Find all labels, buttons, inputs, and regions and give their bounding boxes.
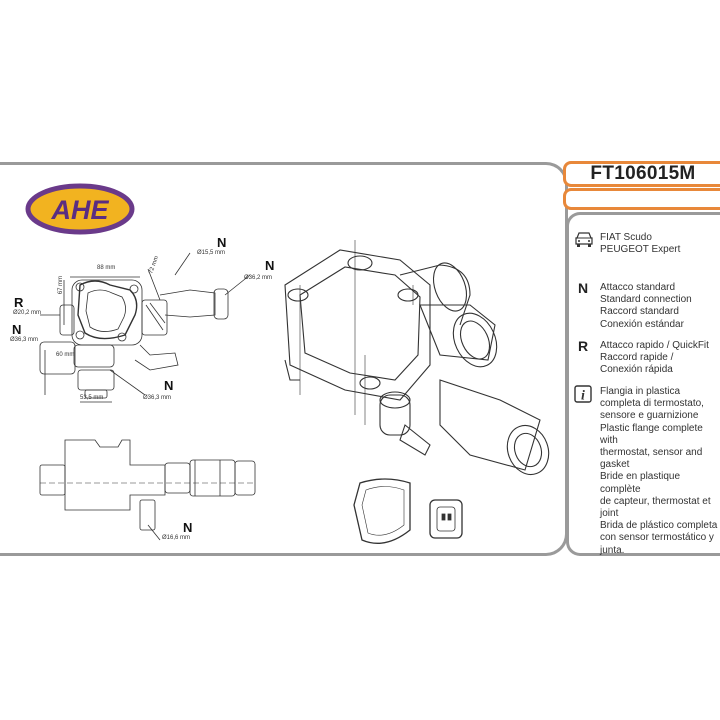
legend-n-line: Conexión estándar <box>600 318 684 330</box>
legend-n-mark: N <box>577 280 589 296</box>
info-line: gasket <box>600 459 630 471</box>
info-line: Bride en plastique complète <box>600 471 681 495</box>
sensor-drawing <box>429 499 463 539</box>
info-description: i Flangia in plastica completa di termos… <box>574 385 718 556</box>
conn-label-n-side: N <box>183 520 193 535</box>
vehicle-row: FIAT Scudo PEUGEOT Expert <box>574 231 718 261</box>
conn-label-n-right: N <box>265 258 275 273</box>
product-code: FT106015M <box>563 161 720 187</box>
legend-standard: N Attacco standard Standard connection R… <box>574 280 718 332</box>
info-line: de capteur, thermostat et <box>600 495 711 507</box>
dim-dia-right: Ø36,2 mm <box>244 275 273 281</box>
info-line: junta. <box>600 544 625 556</box>
car-icon <box>575 232 593 247</box>
info-line: Plastic flange complete with <box>600 422 703 446</box>
dim-width: 88 mm <box>97 265 116 271</box>
info-panel <box>566 212 720 556</box>
gasket-drawing <box>353 478 411 544</box>
logo-text: AHE <box>50 195 109 225</box>
conn-label-r-left: R <box>14 295 24 310</box>
vehicle-2: PEUGEOT Expert <box>600 244 681 256</box>
conn-label-n-bottom: N <box>164 378 174 393</box>
dim-dia-top: Ø15,5 mm <box>197 250 226 256</box>
product-subtitle-box <box>563 188 720 210</box>
side-view-drawing <box>39 439 256 541</box>
legend-n-line: Attacco standard <box>600 282 676 293</box>
dim-lower: 60 mm <box>56 352 75 358</box>
info-line: Brida de plástico completa <box>600 520 718 532</box>
legend-r-mark: R <box>577 338 589 354</box>
info-line: joint <box>600 508 619 520</box>
dim-dia-left-n: Ø36,3 mm <box>10 337 39 343</box>
conn-label-n-top: N <box>217 235 227 250</box>
legend-n-line: Standard connection <box>600 294 692 306</box>
dim-height: 67 mm <box>58 275 65 295</box>
conn-label-n-left: N <box>12 322 22 337</box>
isometric-view-drawing <box>284 240 550 476</box>
info-line: sensore e guarnizione <box>600 410 699 422</box>
front-view-drawing <box>39 252 251 403</box>
technical-drawing <box>39 240 550 544</box>
svg-text:i: i <box>581 389 585 404</box>
legend-quickfit: R Attacco rapido / QuickFit Raccord rapi… <box>574 338 718 378</box>
ahe-logo: AHE <box>25 183 135 235</box>
legend-r-line: Attacco rapido / QuickFit <box>600 340 709 351</box>
vehicle-1: FIAT Scudo <box>600 232 652 243</box>
dim-dia-side: Ø16,6 mm <box>162 535 191 541</box>
info-line: con sensor termostático y <box>600 532 714 544</box>
legend-r-line: Conexión rápida <box>600 364 673 376</box>
legend-n-line: Raccord standard <box>600 306 679 318</box>
info-line: completa di termostato, <box>600 398 704 410</box>
info-line: thermostat, sensor and <box>600 447 703 459</box>
legend-r-line: Raccord rapide / <box>600 352 674 364</box>
info-icon: i <box>574 385 592 403</box>
dim-bottom: 53,5 mm <box>80 395 104 401</box>
dim-dia-bottom: Ø36,3 mm <box>143 395 172 401</box>
dim-dia-left-r: Ø20,2 mm <box>13 310 42 316</box>
info-line: Flangia in plastica <box>600 386 681 397</box>
